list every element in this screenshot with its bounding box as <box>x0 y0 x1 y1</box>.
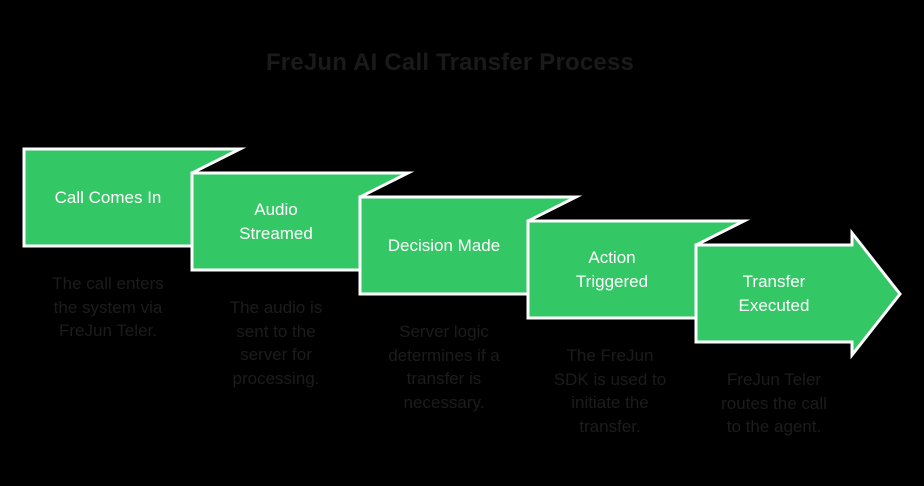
step-label-decision-made: Decision Made <box>360 197 528 294</box>
step-description-transfer-executed: FreJun Teler routes the call to the agen… <box>721 370 827 436</box>
step-shape-transfer-executed-arrow <box>694 228 902 360</box>
step-label-text: Call Comes In <box>54 187 162 207</box>
step-description-call-comes-in: The call enters the system via FreJun Te… <box>52 274 164 340</box>
step-description-decision-made: Server logic determines if a transfer is… <box>388 322 500 412</box>
step-label-text: Decision Made <box>387 235 501 255</box>
step-label-call-comes-in: Call Comes In <box>24 149 192 246</box>
page-title: FreJun AI Call Transfer Process <box>265 49 635 76</box>
step-label-text: Action Triggered <box>575 247 649 291</box>
step-label-transfer-executed: Transfer Executed <box>696 245 852 342</box>
step-label-text: Transfer Executed <box>738 271 810 315</box>
step-description-action-triggered: The FreJun SDK is used to initiate the t… <box>553 346 667 436</box>
step-label-audio-streamed: Audio Streamed <box>192 173 360 270</box>
step-label-action-triggered: Action Triggered <box>528 221 696 318</box>
step-label-text: Audio Streamed <box>239 199 313 243</box>
step-description-audio-streamed: The audio is sent to the server for proc… <box>229 298 323 388</box>
